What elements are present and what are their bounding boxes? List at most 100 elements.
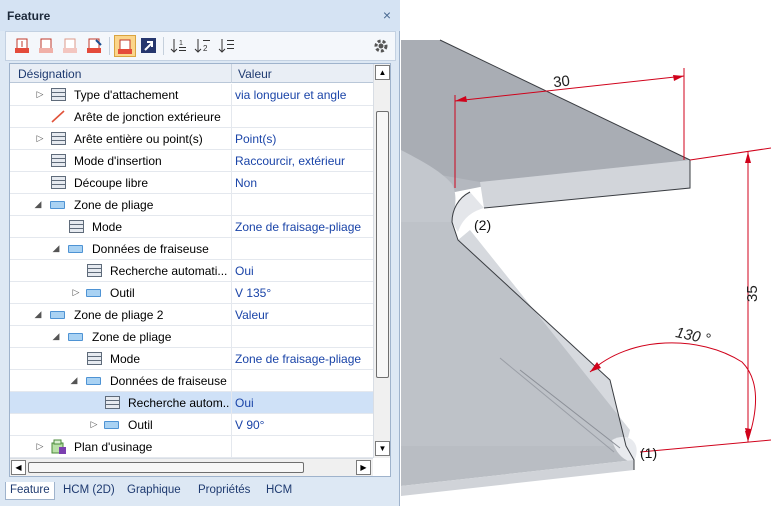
table-row[interactable]: ◢ Données de fraiseuse	[10, 370, 373, 392]
feature-edit-icon[interactable]	[84, 35, 106, 57]
bend-2-groove	[401, 150, 456, 222]
table-row[interactable]: ◢ Zone de pliage	[10, 194, 373, 216]
toolbar: 1 2	[5, 31, 396, 61]
row-value[interactable]: Oui	[235, 396, 254, 410]
expand-arrow-icon[interactable]: ▷	[72, 287, 80, 297]
table-row[interactable]: ▷ Outil V 90°	[10, 414, 373, 436]
tab-feature[interactable]: Feature	[5, 482, 55, 500]
table-row[interactable]: ◢ Zone de pliage	[10, 326, 373, 348]
feature-move-icon[interactable]	[60, 35, 82, 57]
bottom-flange-edge	[401, 460, 634, 496]
table-row[interactable]: Mode d'insertion Raccourcir, extérieur	[10, 150, 373, 172]
table-row-selected[interactable]: Recherche autom... Oui	[10, 392, 373, 414]
cell-divider	[231, 128, 232, 150]
expand-arrow-icon[interactable]: ▷	[36, 441, 44, 451]
table-row[interactable]: Mode Zone de fraisage-pliage	[10, 216, 373, 238]
table-row[interactable]: ▷ Type d'attachement via longueur et ang…	[10, 84, 373, 106]
table-row[interactable]: Recherche automati... Oui	[10, 260, 373, 282]
row-name: Type d'attachement	[74, 88, 179, 102]
table-row[interactable]: ▷ Plan d'usinage	[10, 436, 373, 458]
wall-edge	[458, 230, 630, 446]
collapse-arrow-icon[interactable]: ◢	[52, 331, 60, 341]
feature-active-icon[interactable]	[114, 35, 136, 57]
column-header-value[interactable]: Valeur	[238, 67, 272, 81]
row-value[interactable]: Valeur	[235, 308, 269, 322]
collapse-arrow-icon[interactable]: ◢	[70, 375, 78, 385]
tab-graphique[interactable]: Graphique	[127, 484, 181, 496]
row-name: Mode d'insertion	[74, 154, 162, 168]
expand-arrow-icon[interactable]: ▷	[90, 419, 98, 429]
expand-arrow-icon[interactable]: ▷	[36, 133, 44, 143]
row-value[interactable]: V 135°	[235, 286, 272, 300]
table-row[interactable]: Arête de jonction extérieure	[10, 106, 373, 128]
grid-rows: ▷ Type d'attachement via longueur et ang…	[10, 84, 373, 458]
scroll-down-icon[interactable]: ▼	[375, 441, 390, 456]
scroll-up-icon[interactable]: ▲	[375, 65, 390, 80]
table-row[interactable]: Découpe libre Non	[10, 172, 373, 194]
sort-1-icon[interactable]: 1	[168, 35, 190, 57]
cell-divider	[231, 436, 232, 458]
row-value[interactable]: Point(s)	[235, 132, 277, 146]
row-name: Plan d'usinage	[74, 440, 153, 454]
sort-2-icon[interactable]: 2	[192, 35, 214, 57]
column-header-designation[interactable]: Désignation	[18, 67, 82, 81]
row-value[interactable]: V 90°	[235, 418, 265, 432]
row-value[interactable]: via longueur et angle	[235, 88, 347, 102]
collapse-arrow-icon[interactable]: ◢	[34, 309, 42, 319]
bend-2-radius	[452, 192, 484, 232]
technical-drawing: 30 35 130 ° (2) (1)	[401, 39, 771, 496]
table-row[interactable]: Mode Zone de fraisage-pliage	[10, 348, 373, 370]
tab-proprietes[interactable]: Propriétés	[198, 484, 251, 496]
collapse-arrow-icon[interactable]: ◢	[52, 243, 60, 253]
panel-titlebar: Feature ×	[0, 0, 400, 31]
collapse-arrow-icon[interactable]: ◢	[34, 199, 42, 209]
scroll-right-icon[interactable]: ▶	[356, 460, 371, 475]
row-name: Arête entière ou point(s)	[74, 132, 203, 146]
row-name: Zone de pliage 2	[74, 308, 164, 322]
scroll-thumb[interactable]	[28, 462, 304, 473]
property-table-icon	[87, 352, 102, 365]
property-table-icon	[87, 264, 102, 277]
sort-list-icon[interactable]	[216, 35, 238, 57]
top-flange-edge	[480, 160, 690, 208]
scroll-thumb[interactable]	[376, 111, 389, 378]
row-value[interactable]: Zone de fraisage-pliage	[235, 352, 362, 366]
svg-text:1: 1	[179, 40, 183, 47]
horizontal-scrollbar[interactable]: ◀ ▶	[10, 458, 373, 476]
row-name: Outil	[110, 286, 135, 300]
expand-arrow-icon[interactable]: ▷	[36, 89, 44, 99]
bend-zone-icon	[50, 201, 65, 209]
settings-icon[interactable]	[370, 35, 392, 57]
cell-divider	[231, 370, 232, 392]
bend-zone-icon	[50, 311, 65, 319]
row-name: Zone de pliage	[92, 330, 172, 344]
angle-dimension	[589, 342, 756, 441]
row-value[interactable]: Raccourcir, extérieur	[235, 154, 346, 168]
cell-divider	[231, 392, 232, 414]
tab-bar: Feature HCM (2D) Graphique Propriétés HC…	[5, 480, 395, 502]
row-name: Recherche automati...	[110, 264, 228, 278]
machining-plane-icon	[51, 439, 66, 454]
callout-2: (2)	[474, 217, 491, 233]
feature-add-icon[interactable]	[12, 35, 34, 57]
close-icon[interactable]: ×	[382, 7, 392, 23]
table-row[interactable]: ▷ Arête entière ou point(s) Point(s)	[10, 128, 373, 150]
scroll-left-icon[interactable]: ◀	[11, 460, 26, 475]
property-table-icon	[51, 154, 66, 167]
row-value[interactable]: Non	[235, 176, 258, 190]
vertical-scrollbar[interactable]: ▲ ▼	[373, 64, 390, 458]
table-row[interactable]: ◢ Données de fraiseuse	[10, 238, 373, 260]
row-name: Arête de jonction extérieure	[74, 110, 221, 124]
row-value[interactable]: Oui	[235, 264, 254, 278]
table-row[interactable]: ▷ Outil V 135°	[10, 282, 373, 304]
callout-1: (1)	[640, 445, 657, 461]
bend-zone-icon	[86, 377, 101, 385]
groove-line	[499, 357, 615, 453]
tab-hcm-2d[interactable]: HCM (2D)	[63, 484, 115, 496]
arrow-jump-icon[interactable]	[138, 35, 160, 57]
tab-hcm[interactable]: HCM	[266, 484, 293, 496]
feature-remove-icon[interactable]	[36, 35, 58, 57]
row-value[interactable]: Zone de fraisage-pliage	[235, 220, 362, 234]
table-row[interactable]: ◢ Zone de pliage 2 Valeur	[10, 304, 373, 326]
cell-divider	[231, 194, 232, 216]
